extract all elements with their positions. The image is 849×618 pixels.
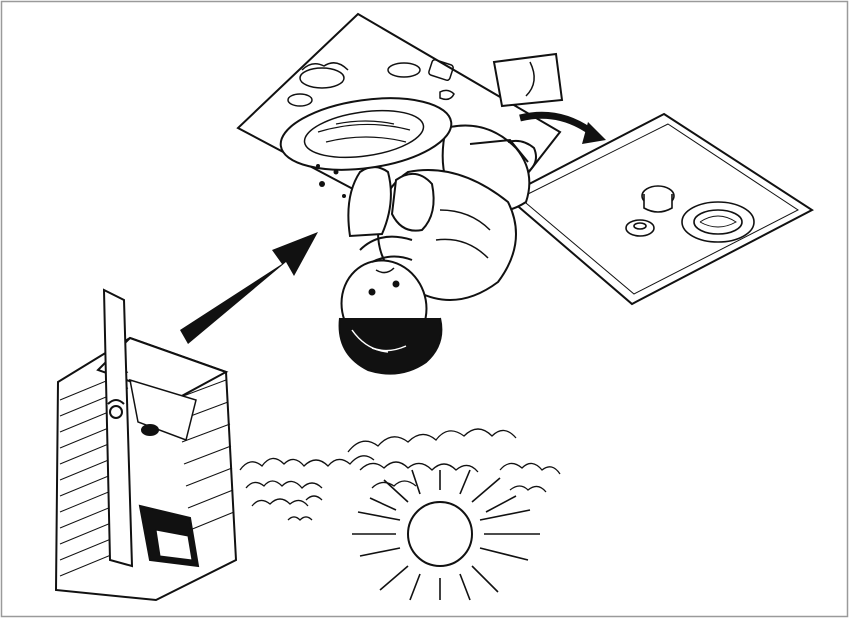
dish-group-right [625, 185, 755, 243]
curved-arrow [519, 111, 606, 144]
dish-group-left [287, 59, 455, 107]
outhouse [54, 288, 238, 602]
sun-rays [352, 469, 540, 601]
plate [279, 97, 453, 171]
bushes [239, 428, 561, 521]
falling-box [492, 52, 564, 108]
outhouse-door [102, 288, 134, 568]
upside-down-person [338, 124, 537, 375]
splash-drops [316, 164, 346, 198]
tablecloth-right [504, 112, 814, 306]
sun [352, 469, 540, 601]
diagonal-arrow [180, 232, 318, 344]
